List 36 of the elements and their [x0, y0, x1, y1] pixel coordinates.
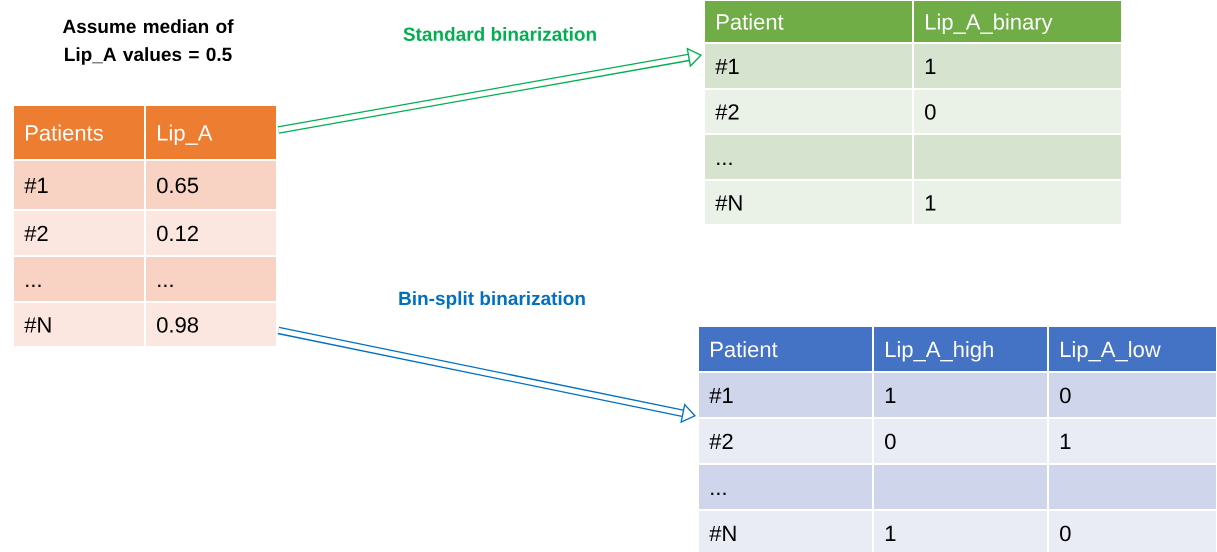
table-cell: #N — [705, 181, 912, 224]
table-cell: 1 — [914, 181, 1121, 224]
header-cell: Lip_A_binary — [914, 1, 1121, 42]
edge-label: Standard binarization — [403, 27, 596, 41]
table-cell: 0.65 — [146, 161, 276, 209]
table-cell: 0 — [874, 419, 1047, 463]
table-cell: 0.98 — [146, 303, 276, 346]
table-cell: #2 — [699, 419, 872, 463]
table-cell: ... — [705, 135, 912, 179]
header-cell: Patient — [699, 327, 872, 371]
table-cell: ... — [14, 257, 144, 301]
header-cell: Lip_A_high — [874, 327, 1047, 371]
table-cell: #N — [14, 303, 144, 346]
table-cell: #1 — [699, 373, 872, 417]
table-cell: 1 — [874, 511, 1047, 552]
table-cell: ... — [146, 257, 276, 301]
table-cell: 0 — [1049, 373, 1216, 417]
table-cell: 1 — [1049, 419, 1216, 463]
edge-label: Bin-split binarization — [399, 291, 585, 309]
table-cell: 0 — [914, 90, 1121, 133]
table-cell: #1 — [705, 44, 912, 88]
hollow-arrow — [277, 47, 702, 134]
table-cell: #2 — [705, 90, 912, 133]
table-cell: ... — [699, 465, 872, 509]
table-cell: #N — [699, 511, 872, 552]
table-cell: 1 — [914, 44, 1121, 88]
table-cell: #1 — [14, 161, 144, 209]
table-cell: 1 — [874, 373, 1047, 417]
header-cell: Lip_A_low — [1049, 327, 1216, 371]
header-cell: Patients — [14, 106, 144, 159]
table-cell: #2 — [14, 211, 144, 255]
table-cell: 0 — [1049, 511, 1216, 552]
header-cell: Lip_A — [146, 106, 276, 159]
note-text: Assume median of Lip_A values = 0.5 — [62, 19, 234, 65]
header-cell: Patient — [705, 1, 912, 42]
table-cell: 0.12 — [146, 211, 276, 255]
